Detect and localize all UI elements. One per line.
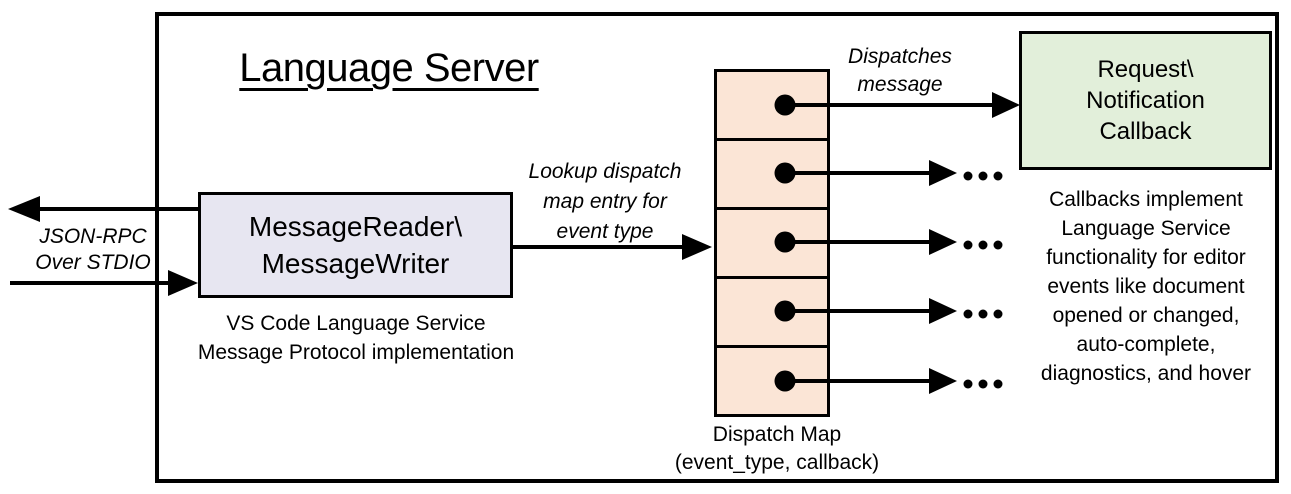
dispatch-map-table xyxy=(714,69,830,417)
dispatch-map-cell xyxy=(717,72,827,138)
dispatch-map-caption: Dispatch Map (event_type, callback) xyxy=(674,423,880,474)
diagram-title: Language Server xyxy=(239,46,539,90)
json-rpc-stdio-label: JSON-RPC Over STDIO xyxy=(35,225,151,274)
dispatches-message-label: Dispatches message xyxy=(848,45,952,96)
lookup-dispatch-label: Lookup dispatch map entry for event type xyxy=(528,160,682,243)
dispatch-map-cell xyxy=(717,138,827,207)
message-reader-writer-label: MessageReader\ MessageWriter xyxy=(248,211,463,279)
dispatch-map-cell xyxy=(717,207,827,276)
callback-box-label: Request\ Notification Callback xyxy=(1086,56,1205,145)
callbacks-description: Callbacks implement Language Service fun… xyxy=(1040,188,1252,385)
dispatch-map-cell xyxy=(717,345,827,414)
reader-box-caption: VS Code Language Service Message Protoco… xyxy=(197,312,515,364)
request-notification-callback-box: Request\ Notification Callback xyxy=(1019,31,1272,170)
message-reader-writer-box: MessageReader\ MessageWriter xyxy=(198,192,513,298)
dispatch-map-cell xyxy=(717,276,827,345)
